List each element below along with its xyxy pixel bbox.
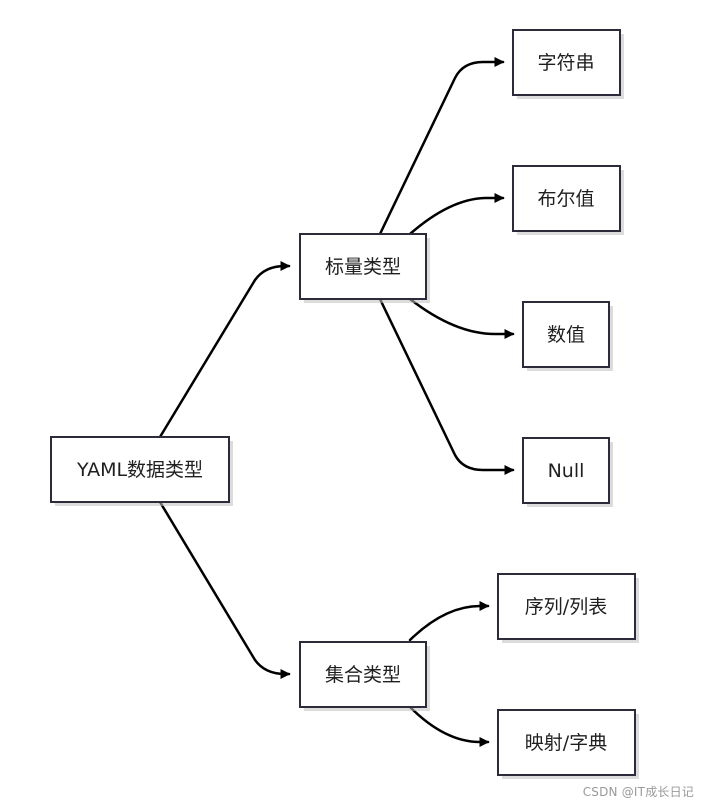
node-number: 数值: [522, 301, 613, 371]
node-boolean: 布尔值: [512, 165, 624, 235]
node-sequence-label: 序列/列表: [525, 596, 607, 618]
node-mapping-label: 映射/字典: [525, 732, 607, 754]
node-root-label: YAML数据类型: [76, 459, 203, 481]
node-number-label: 数值: [547, 324, 585, 346]
node-root: YAML数据类型: [50, 436, 233, 506]
node-scalar: 标量类型: [299, 233, 430, 303]
node-collection-label: 集合类型: [325, 664, 401, 686]
edge-scalar-boolean: [408, 193, 505, 236]
node-scalar-label: 标量类型: [325, 256, 401, 278]
edges-group: [158, 57, 515, 747]
edge-scalar-string: [378, 57, 505, 236]
watermark: CSDN @IT成长日记: [582, 785, 694, 799]
edge-collection-sequence: [408, 601, 490, 642]
node-string: 字符串: [512, 29, 624, 99]
edge-root-collection: [158, 500, 291, 679]
node-null-label: Null: [548, 460, 585, 482]
edge-collection-mapping: [408, 705, 490, 747]
node-sequence: 序列/列表: [497, 573, 639, 643]
node-collection: 集合类型: [299, 641, 430, 711]
edge-root-scalar: [158, 261, 291, 439]
node-mapping: 映射/字典: [497, 709, 639, 779]
node-string-label: 字符串: [537, 52, 594, 74]
edge-scalar-null: [378, 297, 515, 475]
node-null: Null: [522, 437, 613, 507]
edge-scalar-number: [408, 297, 515, 339]
node-boolean-label: 布尔值: [537, 188, 594, 210]
